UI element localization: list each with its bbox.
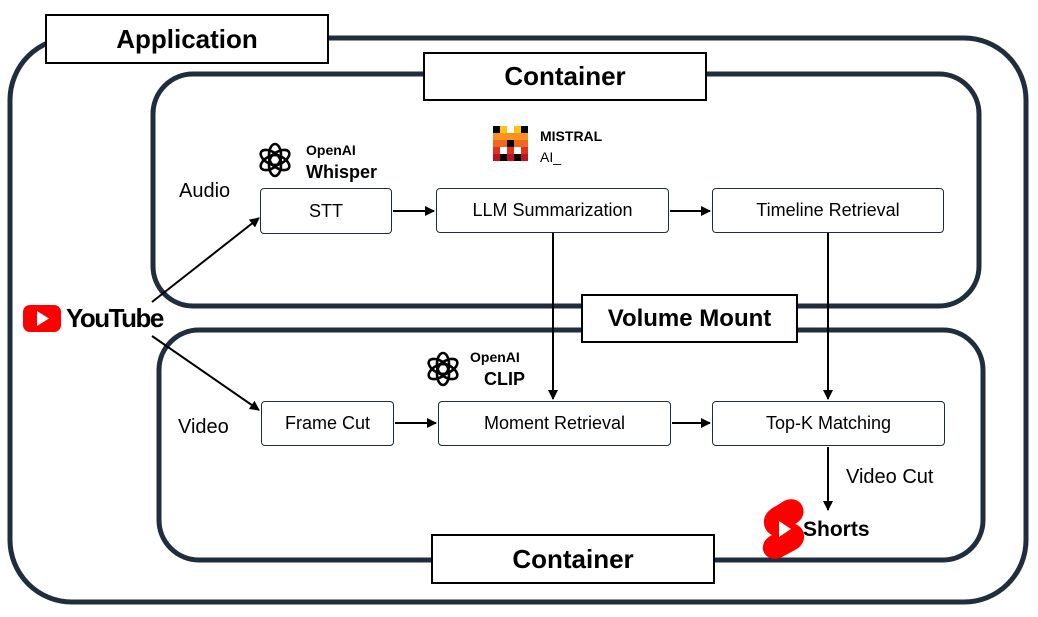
arrow-youtube-to-stt bbox=[151, 217, 260, 303]
topk-matching-node: Top-K Matching bbox=[712, 401, 945, 446]
container-bottom-label: Container bbox=[431, 534, 715, 584]
youtube-wordmark: YouTube bbox=[66, 303, 164, 333]
clip-name-label: CLIP bbox=[484, 369, 526, 389]
llm-summarization-node: LLM Summarization bbox=[436, 188, 669, 233]
moment-retrieval-node: Moment Retrieval bbox=[438, 401, 671, 446]
frame-cut-node: Frame Cut bbox=[261, 401, 394, 446]
clip-vendor-label: OpenAI bbox=[470, 349, 520, 365]
volume-mount-label: Volume Mount bbox=[581, 294, 798, 343]
whisper-name-label: Whisper bbox=[306, 162, 378, 182]
application-frame bbox=[7, 35, 1029, 605]
timeline-retrieval-node: Timeline Retrieval bbox=[712, 188, 944, 233]
audio-label: Audio bbox=[179, 180, 231, 202]
mistral-blocks-icon bbox=[493, 126, 528, 161]
openai-knot-icon bbox=[259, 142, 291, 178]
youtube-play-icon bbox=[23, 305, 61, 332]
arrow-youtube-to-framecut bbox=[151, 335, 260, 411]
youtube-shorts-icon bbox=[762, 499, 805, 559]
shorts-label: Shorts bbox=[803, 518, 870, 541]
container-top-label: Container bbox=[423, 52, 707, 101]
mistral-label-line1: MISTRAL bbox=[540, 128, 603, 144]
video-cut-label: Video Cut bbox=[846, 466, 934, 488]
whisper-vendor-label: OpenAI bbox=[306, 142, 356, 158]
stt-node: STT bbox=[260, 188, 392, 234]
openai-knot-icon bbox=[427, 351, 459, 387]
mistral-label-line2: AI_ bbox=[540, 149, 562, 165]
video-label: Video bbox=[178, 416, 229, 438]
application-label: Application bbox=[45, 14, 329, 64]
